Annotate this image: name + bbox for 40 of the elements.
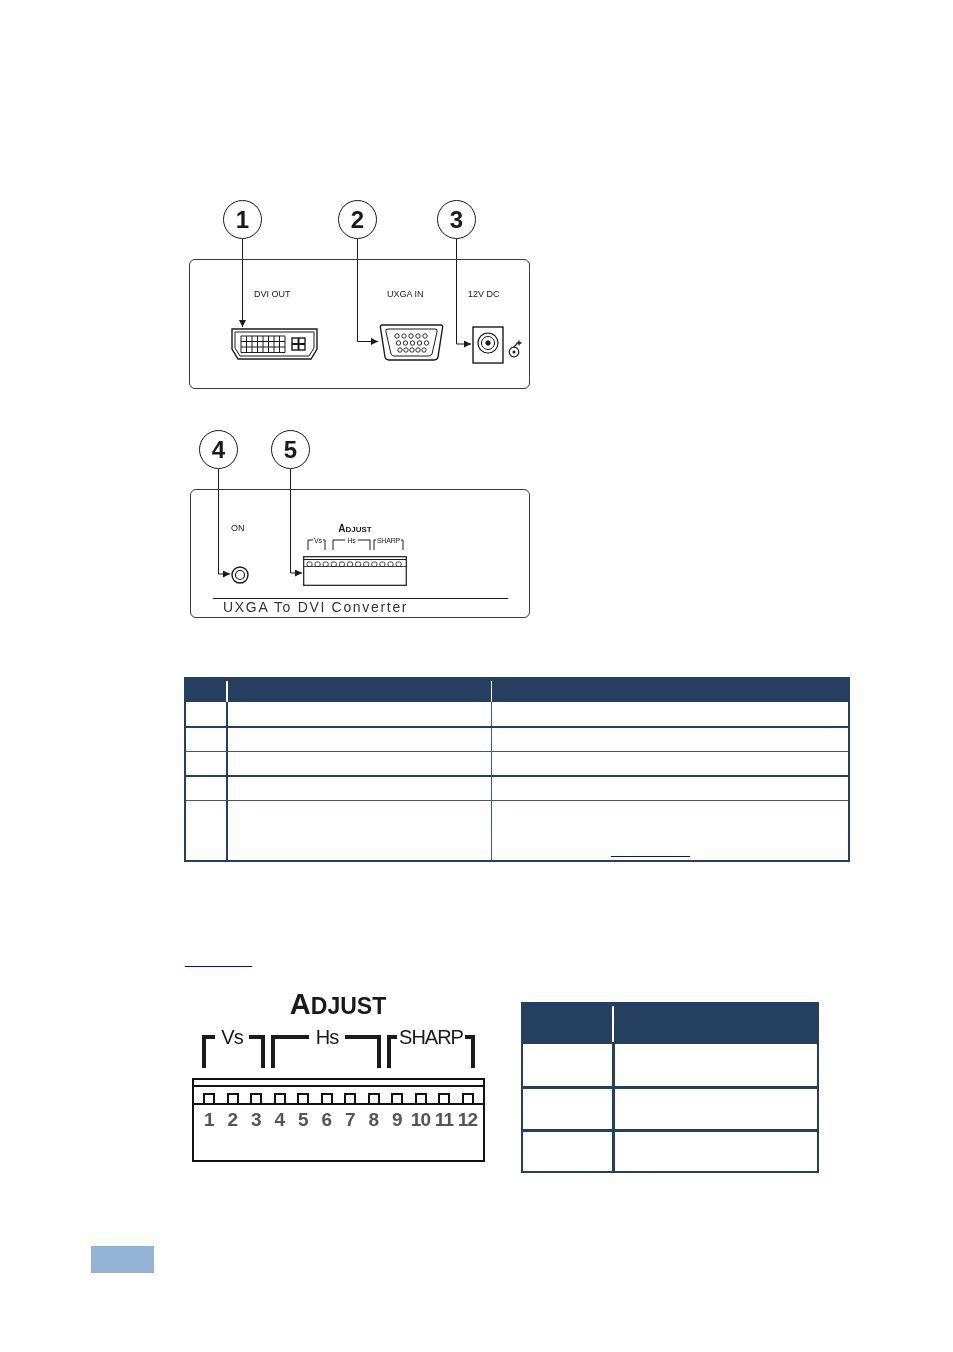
switch-group-label: Vs (221, 1027, 243, 1047)
switch-group-label: Hs (315, 1027, 339, 1047)
leader-arrow (456, 238, 472, 348)
switch-heading: ADJUST (338, 524, 372, 534)
switch-number: 8 (368, 1110, 379, 1129)
switch-number: 10 (410, 1110, 431, 1129)
switch-number: 7 (345, 1110, 355, 1129)
callout-number: 3 (437, 200, 476, 239)
leader-arrow (357, 238, 379, 345)
switch-heading: ADJUST (289, 990, 387, 1019)
vga-port-drawing (379, 324, 444, 361)
dvi-port-drawing (231, 328, 318, 360)
dc-jack-drawing (472, 326, 504, 364)
front-panel (190, 489, 530, 618)
port-label: 12V DC (468, 290, 500, 299)
switch-number: 12 (457, 1110, 478, 1129)
leader-arrow (239, 238, 246, 328)
callout-number: 5 (271, 430, 310, 469)
switch-number: 3 (251, 1110, 261, 1129)
panel-caption: UXGA To DVI Converter (223, 600, 409, 614)
switch-group-label: SHARP (399, 1027, 463, 1047)
dip-switch-drawing (303, 556, 407, 586)
callout-number: 4 (199, 430, 238, 469)
power-button-icon (231, 566, 249, 584)
switch-number: 11 (434, 1110, 454, 1129)
switch-number: 4 (274, 1110, 285, 1129)
leader-arrow (290, 468, 303, 577)
port-label: DVI OUT (254, 290, 291, 299)
switch-number: 9 (392, 1110, 402, 1129)
rear-panel (189, 259, 530, 389)
switch-number: 1 (204, 1110, 214, 1129)
switch-number: 2 (227, 1110, 238, 1129)
callout-number: 2 (338, 200, 377, 239)
button-label: ON (231, 524, 245, 533)
switch-number: 6 (321, 1110, 332, 1129)
callout-number: 1 (223, 200, 262, 239)
leader-arrow (218, 468, 231, 578)
port-label: UXGA IN (387, 290, 424, 299)
dip-switch (192, 1078, 485, 1162)
switch-number: 5 (298, 1110, 308, 1129)
